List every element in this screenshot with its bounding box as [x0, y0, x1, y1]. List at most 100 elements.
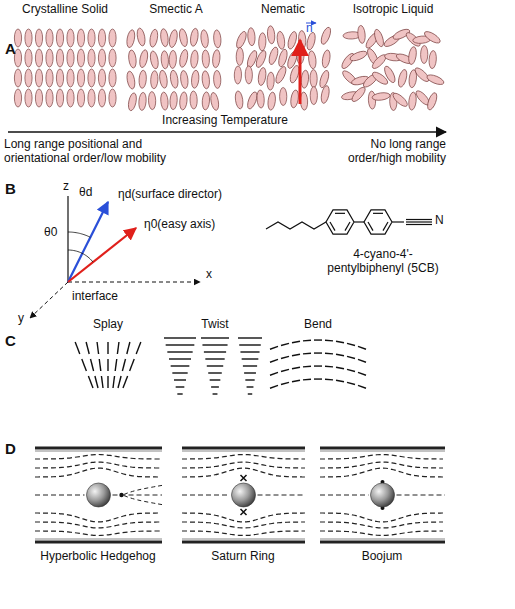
temperature-arrow: [8, 131, 446, 133]
splay-segment: [113, 376, 115, 388]
molecule-ellipse: [234, 90, 244, 109]
colloid-particle: [87, 483, 111, 507]
figure-label: interface: [72, 290, 118, 304]
molecule-ellipse: [46, 69, 53, 87]
twist-segment: [244, 372, 256, 373]
molecule-ellipse: [190, 91, 198, 109]
bend-segment: [303, 365, 311, 367]
field-line: [35, 531, 161, 535]
bend-segment: [270, 372, 278, 375]
field-line: [35, 522, 161, 528]
figure-label: y: [18, 312, 24, 326]
molecule-ellipse: [56, 49, 63, 67]
molecule-ellipse: [247, 27, 255, 45]
bend-segment: [358, 372, 366, 375]
molecule-ellipse: [25, 29, 32, 47]
confining-wall: [320, 447, 445, 450]
twist-segment: [204, 351, 226, 352]
molecule-ellipse: [46, 49, 53, 67]
bend-segment: [292, 367, 300, 368]
molecule-ellipse: [109, 69, 116, 87]
field-line: [123, 485, 163, 495]
molecule-ellipse: [136, 27, 146, 46]
bend-segment: [358, 359, 366, 362]
molecule-ellipse: [382, 65, 397, 84]
phase-molecules: [14, 25, 445, 111]
splay-segment: [136, 342, 141, 354]
molecule-ellipse: [168, 29, 179, 48]
molecule-ellipse: [98, 49, 105, 67]
twist-segment: [169, 358, 191, 359]
field-line: [320, 531, 443, 535]
triple-bond: [406, 224, 432, 225]
molecule-ellipse: [178, 49, 189, 68]
molecule-ellipse: [179, 92, 188, 111]
bend-segment: [281, 382, 289, 384]
molecule-ellipse: [308, 50, 317, 69]
molecule-ellipse: [191, 70, 200, 89]
figure-label: θd: [79, 186, 92, 200]
molecule-ellipse: [88, 69, 95, 87]
easy-axis: [68, 228, 136, 282]
twist-segment: [164, 337, 196, 338]
splay-segment: [117, 342, 119, 354]
molecule-ellipse: [413, 66, 431, 84]
twist-segment: [247, 386, 254, 387]
splay-segment: [107, 376, 108, 388]
molecule-ellipse: [274, 65, 288, 84]
molecule-ellipse: [150, 71, 158, 89]
double-bond: [345, 222, 350, 231]
twist-segment: [166, 344, 195, 345]
bend-segment: [314, 352, 322, 353]
confining-wall: [182, 541, 305, 544]
molecule-ellipse: [88, 49, 95, 67]
splay-segment: [115, 359, 117, 371]
molecule-ellipse: [372, 92, 391, 102]
molecule-ellipse: [236, 47, 244, 65]
molecule-ellipse: [98, 89, 105, 107]
splay-segment: [118, 376, 121, 388]
bend-segment: [270, 359, 278, 362]
bend-segment: [303, 378, 311, 380]
splay-segment: [122, 359, 125, 371]
molecule-ellipse: [280, 87, 287, 105]
molecule-ellipse: [67, 49, 74, 67]
molecule-ellipse: [190, 50, 199, 69]
molecule-ellipse: [14, 69, 21, 87]
molecule-ellipse: [276, 31, 286, 50]
panel-letter: C: [5, 332, 16, 349]
double-bond: [373, 213, 383, 214]
bend-segment: [325, 365, 333, 367]
molecule-ellipse: [109, 29, 116, 47]
field-line: [35, 455, 161, 459]
molecule-ellipse: [67, 29, 74, 47]
figure-label: z: [63, 180, 69, 194]
molecule-ellipse: [56, 29, 63, 47]
figure-label: Isotropic Liquid: [353, 3, 434, 17]
molecule-ellipse: [160, 28, 169, 47]
splay-segment: [123, 376, 128, 388]
bend-segment: [358, 346, 366, 349]
field-line: [182, 513, 305, 522]
double-bond: [335, 213, 345, 214]
bend-segment: [336, 367, 344, 368]
figure-label: Nematic: [261, 3, 305, 17]
panel-letter: D: [5, 440, 16, 457]
figure-label: x: [206, 268, 212, 282]
field-line: [182, 531, 305, 535]
confining-wall: [182, 447, 305, 450]
figure-label: 4-cyano-4'-pentylbiphenyl (5CB): [317, 248, 449, 276]
figure-label: n: [306, 22, 313, 36]
bend-segment: [281, 356, 289, 358]
bend-segment: [270, 385, 278, 388]
bend-segment: [314, 378, 322, 379]
figure-label: Splay: [93, 318, 123, 332]
figure-label: Smectic A: [149, 3, 202, 17]
molecule-ellipse: [180, 70, 189, 89]
molecule-ellipse: [320, 85, 331, 104]
pentyl-chain: [266, 222, 326, 229]
bend-segment: [303, 339, 311, 341]
triple-bond: [406, 221, 432, 222]
wall-shade: [320, 451, 445, 452]
